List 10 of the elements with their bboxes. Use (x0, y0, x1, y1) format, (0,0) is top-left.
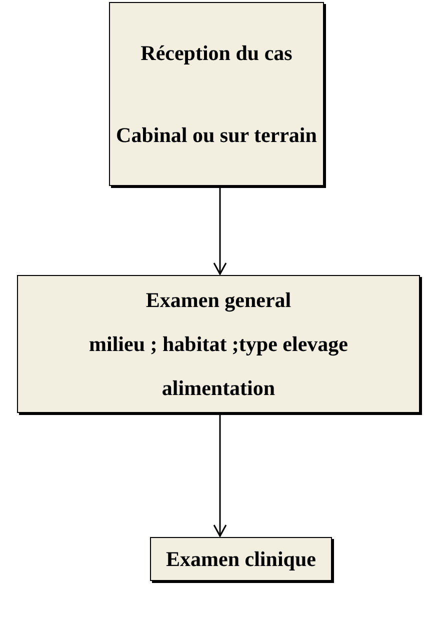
process-box (150, 537, 332, 581)
box-heading: Examen general (146, 287, 292, 314)
arrow (213, 414, 227, 537)
box-text: milieu ; habitat ;type elevage alimentation (88, 331, 349, 402)
box-heading: Examen clinique (166, 546, 316, 573)
process-box (109, 2, 324, 186)
process-box (17, 275, 420, 413)
box-heading: Réception du cas (140, 40, 292, 67)
arrow (213, 187, 227, 275)
box-text: Cabinal ou sur terrain (116, 122, 317, 149)
